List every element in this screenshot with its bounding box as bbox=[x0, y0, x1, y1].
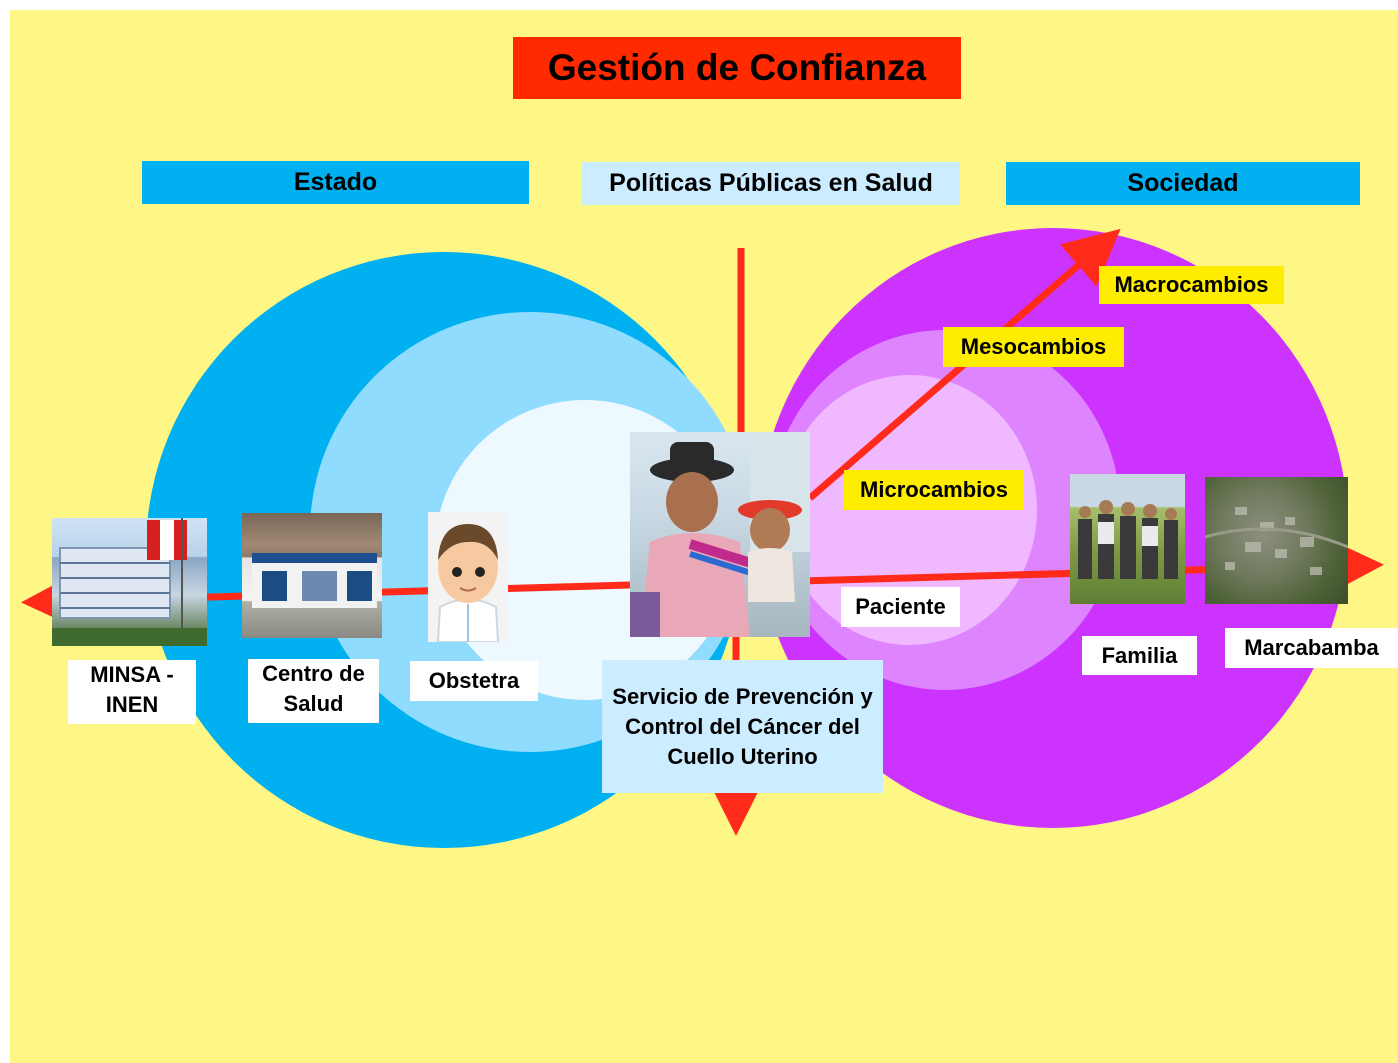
service-label: Servicio de Prevención y Control del Cán… bbox=[602, 660, 883, 793]
politicas-header: Políticas Públicas en Salud bbox=[582, 162, 960, 205]
obstetra-label: Obstetra bbox=[410, 661, 538, 701]
centro-de-salud-label: Centro de Salud bbox=[248, 659, 379, 723]
paciente-label: Paciente bbox=[841, 587, 960, 627]
familia-image bbox=[1070, 474, 1185, 604]
minsa-inen-label: MINSA - INEN bbox=[68, 660, 196, 724]
obstetra-avatar-image bbox=[428, 512, 508, 642]
microcambios-label: Microcambios bbox=[844, 470, 1024, 510]
page-title: Gestión de Confianza bbox=[547, 47, 927, 88]
macrocambios-label: Macrocambios bbox=[1099, 266, 1284, 304]
diagonal-change-arrow bbox=[807, 228, 1121, 501]
familia-label: Familia bbox=[1082, 636, 1197, 675]
centro-de-salud-image bbox=[242, 513, 382, 638]
estado-header: Estado bbox=[142, 161, 529, 204]
marcabamba-image bbox=[1205, 477, 1348, 604]
sociedad-header: Sociedad bbox=[1006, 162, 1360, 205]
marcabamba-label: Marcabamba bbox=[1225, 628, 1398, 668]
title-box bbox=[513, 37, 961, 99]
minsa-building-image bbox=[52, 518, 207, 646]
paciente-image bbox=[630, 432, 810, 637]
slide: Gestión de Confianza Estado Políticas Pú… bbox=[10, 10, 1398, 1063]
mesocambios-label: Mesocambios bbox=[943, 327, 1124, 367]
